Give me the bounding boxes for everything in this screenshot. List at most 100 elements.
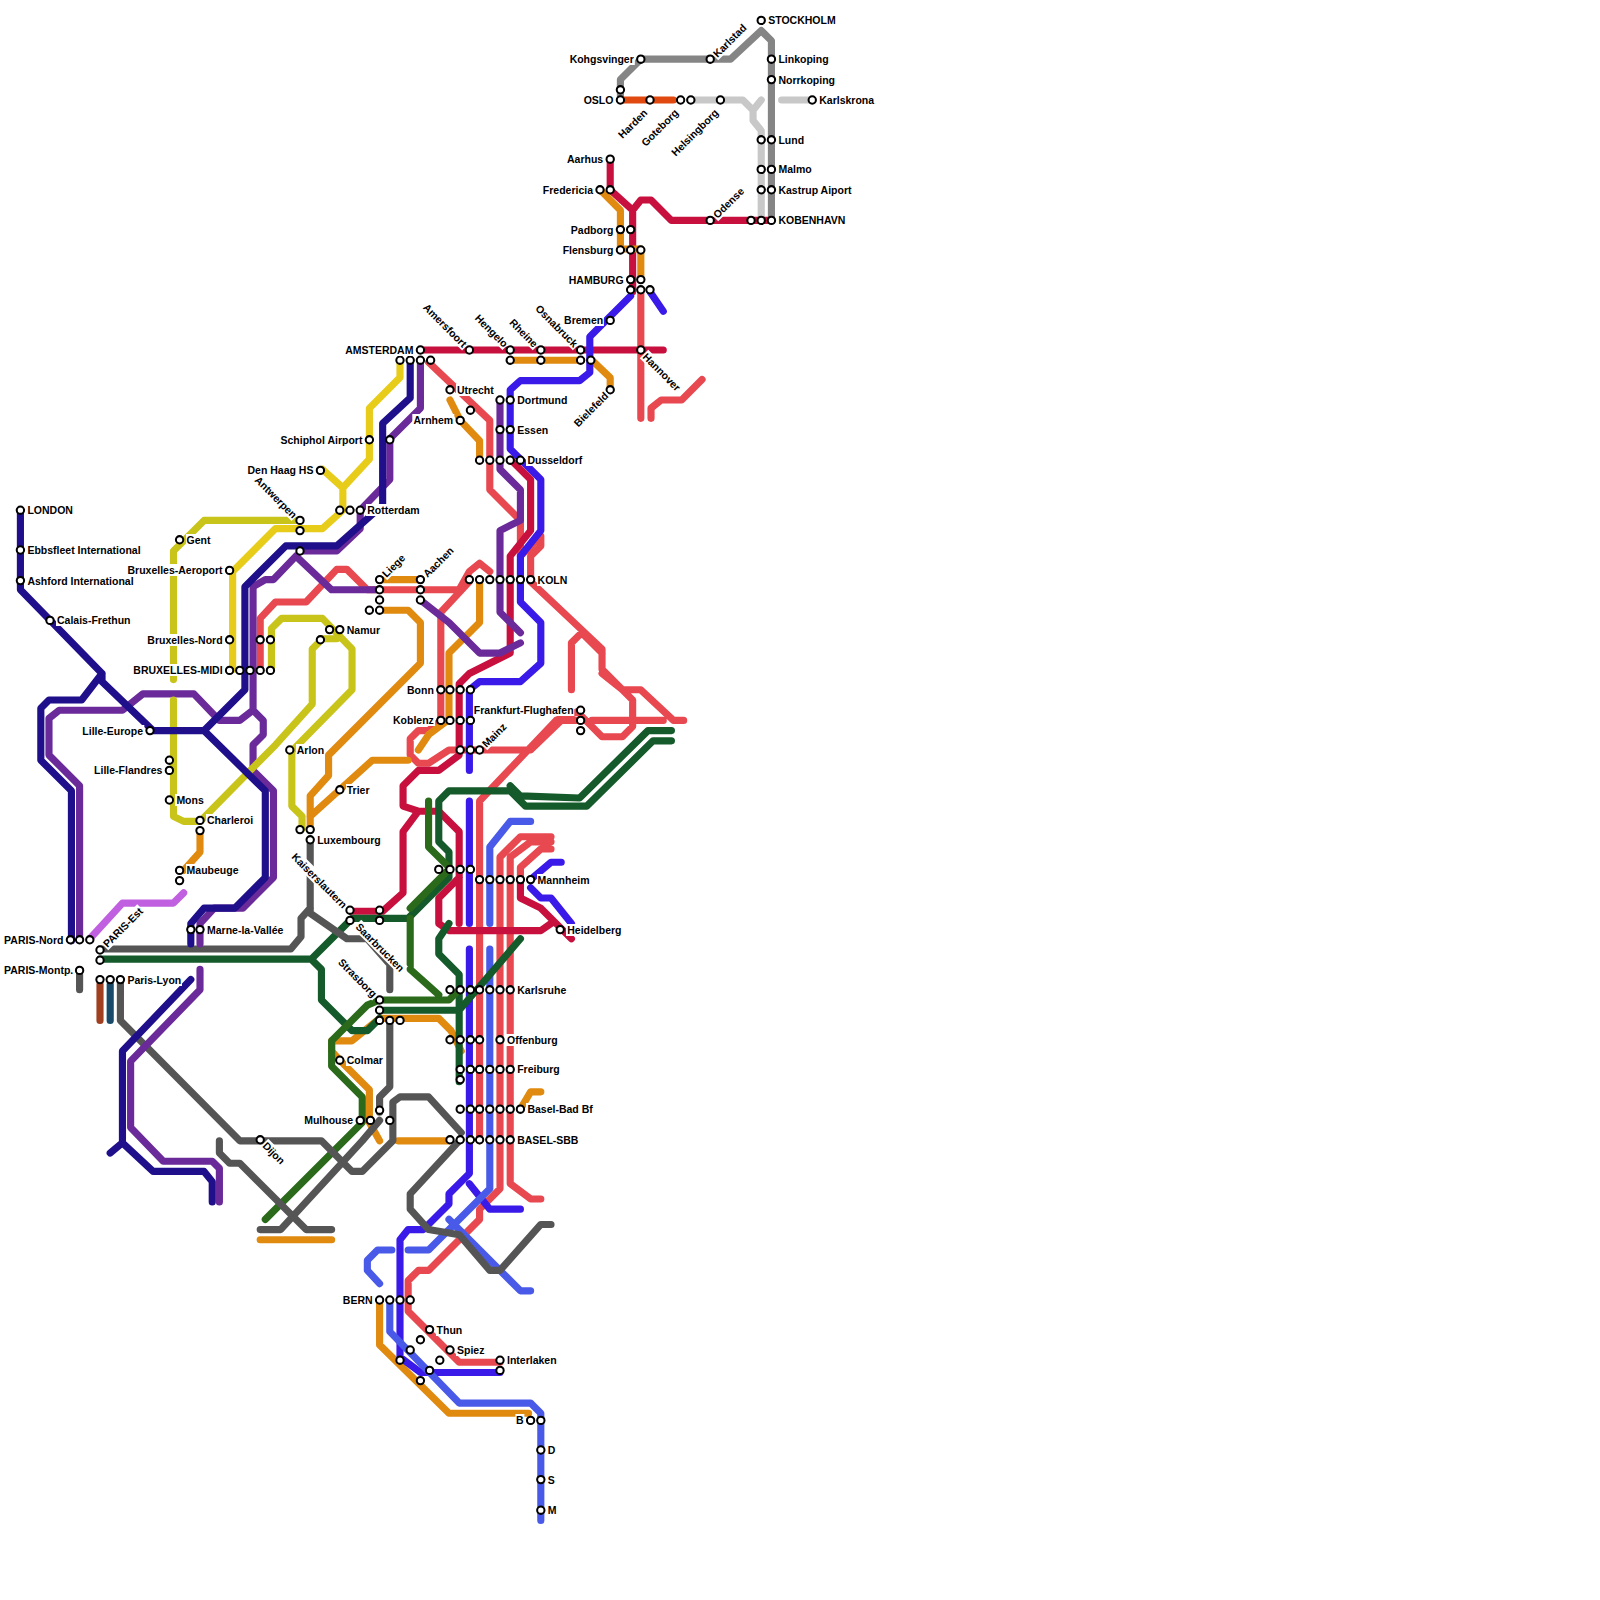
station-dot xyxy=(637,286,644,293)
station-dot xyxy=(596,186,603,193)
station-dot xyxy=(457,686,464,693)
station-name: HAMBURG xyxy=(568,274,625,286)
station-dot xyxy=(457,1036,464,1043)
station-dot xyxy=(496,1066,503,1073)
station-dot xyxy=(707,217,714,224)
station-dot xyxy=(476,1136,483,1143)
station-dot xyxy=(176,867,183,874)
station-dot xyxy=(296,527,303,534)
rail-line xyxy=(265,801,459,1219)
station-name: Spiez xyxy=(456,1344,485,1356)
station-dot xyxy=(296,517,303,524)
station-name: Norrkoping xyxy=(777,74,836,86)
station-dot xyxy=(367,1117,374,1124)
station-name: Hannover xyxy=(640,349,684,393)
station-dot xyxy=(307,836,314,843)
station-dot xyxy=(496,1036,503,1043)
station-dot xyxy=(17,507,24,514)
station-dot xyxy=(307,826,314,833)
station-dot xyxy=(226,567,233,574)
station-dot xyxy=(496,457,503,464)
station-dot xyxy=(467,717,474,724)
station-name: Karlsruhe xyxy=(516,984,567,996)
station-dot xyxy=(436,1357,443,1364)
station-dot xyxy=(646,96,653,103)
station-dot xyxy=(286,746,293,753)
station-dot xyxy=(176,877,183,884)
station-dot xyxy=(166,767,173,774)
station-dot xyxy=(486,1066,493,1073)
station-dot xyxy=(507,576,514,583)
station-dot xyxy=(527,576,534,583)
station-dot xyxy=(396,357,403,364)
station-dot xyxy=(176,536,183,543)
station-name: Maubeuge xyxy=(186,864,240,876)
station-dot xyxy=(467,746,474,753)
station-dot xyxy=(467,1136,474,1143)
station-dot xyxy=(407,357,414,364)
station-dot xyxy=(457,986,464,993)
station-dot xyxy=(376,586,383,593)
station-name: Hengelo xyxy=(472,312,511,351)
station-dot xyxy=(768,186,775,193)
station-dot xyxy=(96,957,103,964)
station-dot xyxy=(637,276,644,283)
station-dot xyxy=(257,636,264,643)
station-dot xyxy=(768,56,775,63)
station-name: KOLN xyxy=(537,574,569,586)
station-dot xyxy=(417,346,424,353)
station-markers xyxy=(17,17,816,1514)
station-dot xyxy=(496,396,503,403)
station-dot xyxy=(768,76,775,83)
station-dot xyxy=(76,936,83,943)
station-dot xyxy=(637,56,644,63)
station-dot xyxy=(326,626,333,633)
station-dot xyxy=(507,396,514,403)
station-name: Ashford International xyxy=(26,575,134,587)
rail-lines xyxy=(20,31,812,1521)
station-name: PARIS-Montp. xyxy=(3,964,74,976)
station-name: Freiburg xyxy=(516,1063,561,1075)
rail-line xyxy=(367,821,540,1520)
station-dot xyxy=(496,1367,503,1374)
station-dot xyxy=(407,1296,414,1303)
station-dot xyxy=(417,1377,424,1384)
station-dot xyxy=(437,717,444,724)
station-name: Marne-la-Vallée xyxy=(206,924,284,936)
station-dot xyxy=(357,507,364,514)
station-dot xyxy=(446,1036,453,1043)
station-dot xyxy=(467,1036,474,1043)
station-name: OSLO xyxy=(583,94,615,106)
station-dot xyxy=(427,357,434,364)
station-dot xyxy=(376,996,383,1003)
station-dot xyxy=(396,1357,403,1364)
rail-line xyxy=(352,159,771,939)
station-dot xyxy=(386,436,393,443)
station-dot xyxy=(476,1106,483,1113)
station-dot xyxy=(376,576,383,583)
station-dot xyxy=(467,1066,474,1073)
station-dot xyxy=(67,936,74,943)
station-dot xyxy=(296,826,303,833)
station-dot xyxy=(107,976,114,983)
station-dot xyxy=(496,576,503,583)
station-dot xyxy=(96,976,103,983)
station-name: Koblenz xyxy=(392,714,435,726)
station-dot xyxy=(577,717,584,724)
station-dot xyxy=(166,796,173,803)
station-dot xyxy=(446,386,453,393)
station-dot xyxy=(507,1136,514,1143)
station-dot xyxy=(267,667,274,674)
station-dot xyxy=(17,577,24,584)
station-dot xyxy=(637,346,644,353)
station-name: Bruxelles-Nord xyxy=(146,634,223,646)
station-dot xyxy=(627,246,634,253)
station-name: Karlskrona xyxy=(818,94,875,106)
station-name: Strasborg xyxy=(335,956,380,1001)
station-name: D xyxy=(547,1444,557,1456)
station-dot xyxy=(346,907,353,914)
station-dot xyxy=(627,226,634,233)
station-dot xyxy=(346,917,353,924)
station-dot xyxy=(196,817,203,824)
station-name: Den Haag HS xyxy=(246,464,314,476)
